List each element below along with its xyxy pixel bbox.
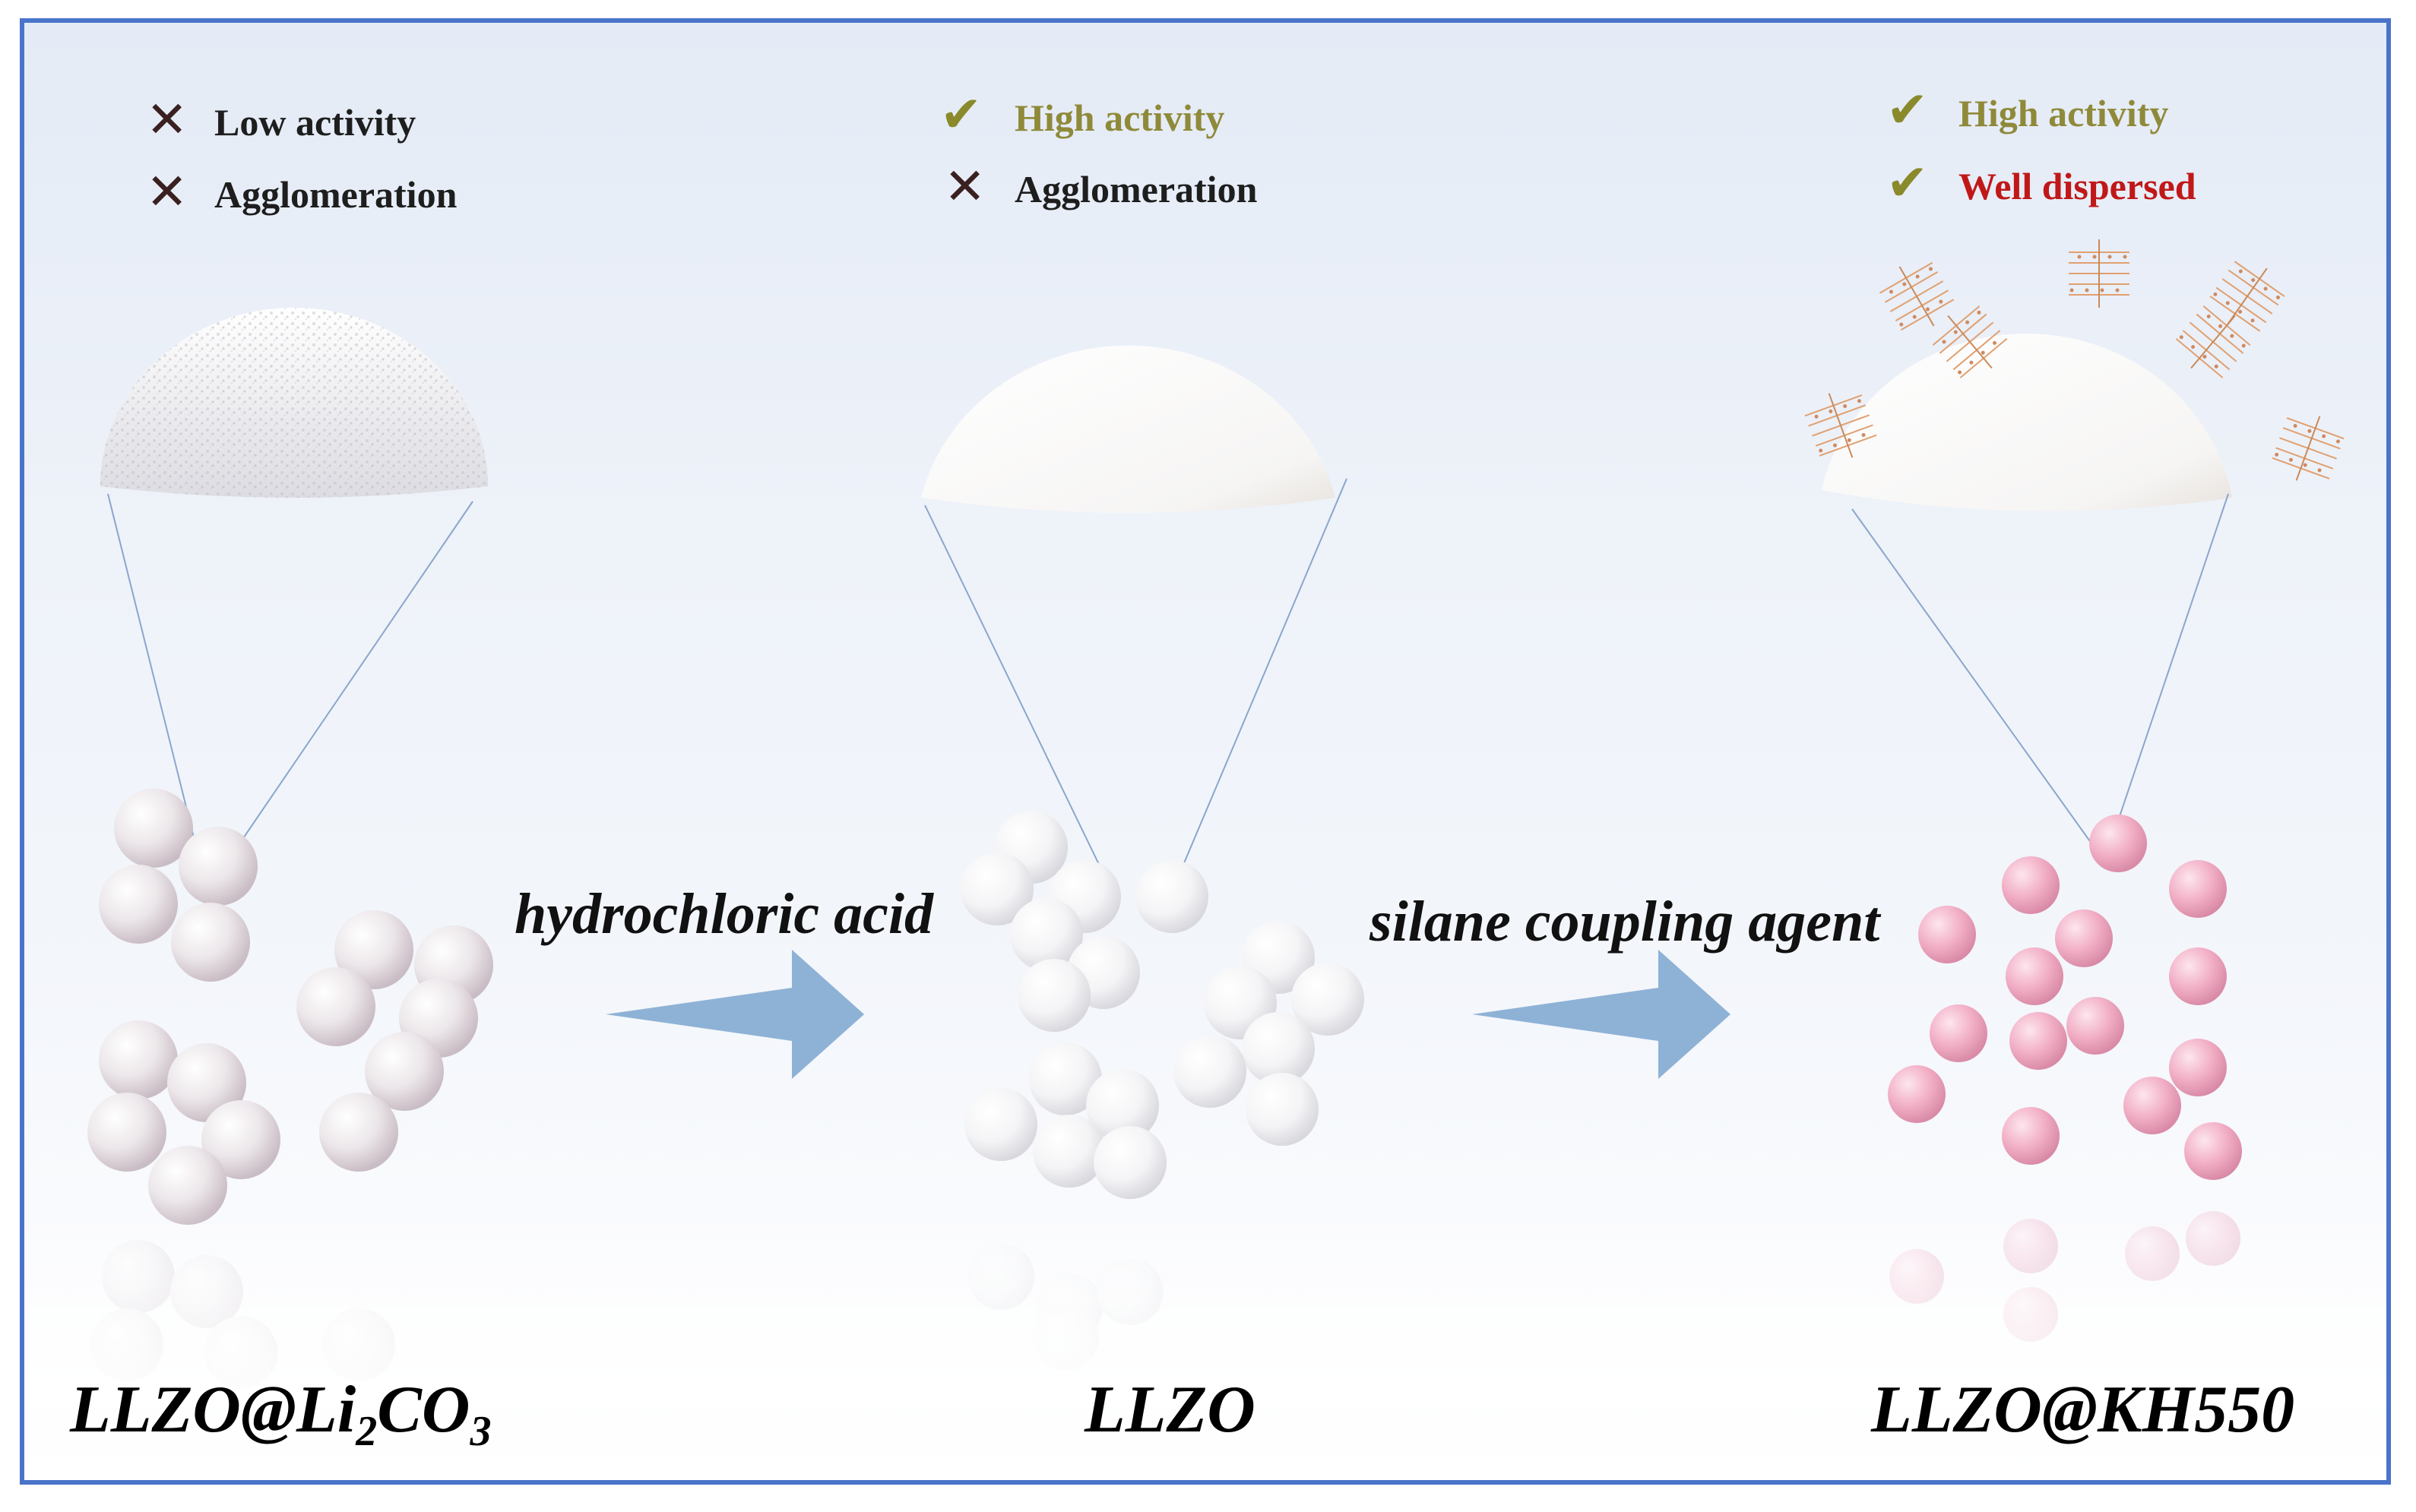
particle xyxy=(319,1093,398,1172)
cross-icon: ✕ xyxy=(944,157,986,216)
particle xyxy=(365,1032,444,1111)
particle xyxy=(1094,1126,1167,1199)
molecule-glyph xyxy=(2175,305,2251,378)
arrow-label-silane-coupling-agent: silane coupling agent xyxy=(1369,890,1880,954)
figure-frame: ✕ Low activity ✕ Agglomeration ✔ High ac… xyxy=(20,18,2391,1485)
arrow-1 xyxy=(606,950,864,1079)
molecule-glyph xyxy=(2069,239,2129,308)
check-icon: ✔ xyxy=(940,85,983,144)
particle xyxy=(2066,997,2124,1055)
particle xyxy=(99,865,178,944)
particle xyxy=(171,903,250,982)
particle xyxy=(1246,1073,1319,1146)
particle xyxy=(2123,1077,2181,1134)
status-agglomeration: Agglomeration xyxy=(1015,168,1258,210)
particle xyxy=(296,967,375,1046)
label-llzo-li2co3: LLZO@Li2CO3 xyxy=(70,1373,492,1455)
arrow-2 xyxy=(1472,950,1730,1079)
status-well-dispersed: Well dispersed xyxy=(1958,165,2196,207)
particle xyxy=(2184,1122,2242,1180)
particle xyxy=(961,852,1034,925)
molecule-glyph xyxy=(1932,305,2008,378)
particle xyxy=(334,910,413,989)
particle xyxy=(1918,906,1976,963)
molecule-glyph xyxy=(2209,261,2285,332)
particle xyxy=(167,1043,246,1122)
dome-llzo xyxy=(921,345,1347,875)
particle xyxy=(964,1088,1037,1161)
particle xyxy=(1033,1115,1106,1188)
silane-molecules xyxy=(1804,239,2345,481)
particle xyxy=(2089,815,2147,872)
particle xyxy=(1930,1004,1987,1062)
particle xyxy=(2169,860,2227,918)
particle xyxy=(1018,959,1091,1032)
label-llzo: LLZO xyxy=(1085,1373,1255,1447)
status-agglomeration: Agglomeration xyxy=(214,173,458,216)
particle xyxy=(1291,963,1364,1036)
label-llzo-kh550: LLZO@KH550 xyxy=(1871,1373,2295,1447)
particle xyxy=(2009,1012,2067,1070)
status-high-activity: High activity xyxy=(1015,96,1225,139)
particle xyxy=(1029,1042,1102,1115)
particle xyxy=(1242,1012,1315,1085)
particles-llzo-kh550 xyxy=(1888,815,2242,1180)
particle xyxy=(1135,860,1208,933)
dome-llzo-li2co3 xyxy=(100,308,488,848)
particle xyxy=(2055,909,2113,967)
molecule-glyph xyxy=(1804,393,1877,458)
check-icon: ✔ xyxy=(1886,81,1929,139)
particle xyxy=(2002,1107,2060,1165)
status-high-activity: High activity xyxy=(1958,92,2169,134)
particles-llzo xyxy=(961,811,1364,1199)
particle xyxy=(87,1093,166,1172)
cross-icon: ✕ xyxy=(146,163,188,221)
particle xyxy=(2169,947,2227,1005)
particle xyxy=(1888,1065,1946,1123)
cross-icon: ✕ xyxy=(146,90,188,149)
particle xyxy=(2002,856,2060,914)
dome-llzo-kh550 xyxy=(1822,334,2232,844)
particle xyxy=(2169,1039,2227,1096)
status-low-activity: Low activity xyxy=(214,101,416,144)
molecule-glyph xyxy=(1879,261,1955,331)
particle xyxy=(1173,1035,1246,1108)
check-icon: ✔ xyxy=(1886,153,1929,212)
particles-llzo-li2co3 xyxy=(87,789,493,1225)
particle xyxy=(1086,1069,1159,1142)
particle xyxy=(179,827,258,906)
molecule-glyph xyxy=(2272,416,2345,481)
arrow-label-hydrochloric-acid: hydrochloric acid xyxy=(515,882,933,946)
particle xyxy=(1010,898,1083,971)
particle xyxy=(201,1100,280,1179)
particle xyxy=(2006,947,2063,1005)
particle xyxy=(99,1020,178,1099)
scene-graphic xyxy=(24,239,2386,1406)
particle xyxy=(114,789,193,868)
particle xyxy=(148,1146,227,1225)
